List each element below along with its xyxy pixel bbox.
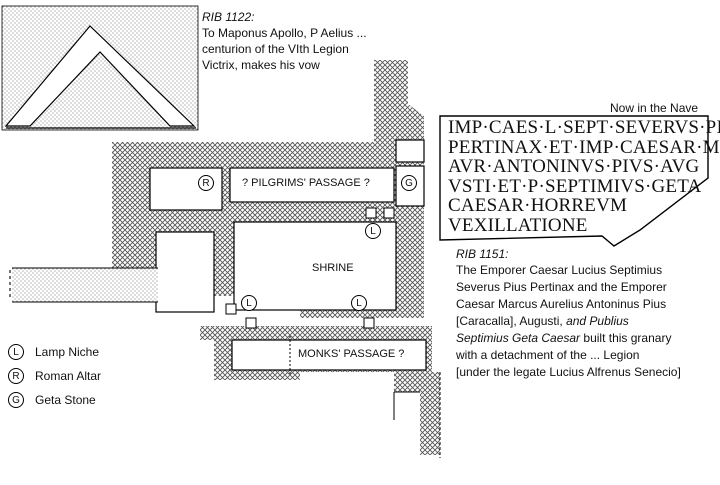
- inscription-line: PERTINAX·ET·IMP·CAESAR·M·: [448, 136, 720, 158]
- legend-label: Roman Altar: [35, 369, 102, 383]
- lamp-niche-marker-icon: L: [241, 295, 257, 311]
- rib1122-line: To Maponus Apollo, P Aelius ...: [202, 26, 367, 40]
- monks-passage: [231, 339, 427, 371]
- pilgrims-passage-label: ? PILGRIMS' PASSAGE ?: [242, 177, 370, 189]
- rib1122-title: RIB 1122:: [202, 10, 255, 24]
- rib1151-line: [Caracalla], Augusti, and Publius: [456, 313, 629, 330]
- rib1122-line: Victrix, makes his vow: [202, 58, 320, 72]
- inscription-line: AVR·ANTONINVS·PIVS·AVG: [448, 156, 700, 178]
- roman-altar-marker-icon: R: [198, 175, 214, 191]
- legend-row-altar: R Roman Altar: [8, 366, 101, 386]
- rib1151-line: [under the legate Lucius Alfrenus Seneci…: [456, 365, 681, 379]
- pilgrims-passage: [229, 167, 395, 203]
- rib1151-line5-rest: built this granary: [580, 331, 672, 345]
- tower-room: [395, 139, 425, 163]
- rib1151-line: Septimius Geta Caesar built this granary: [456, 330, 671, 347]
- legend-row-lamp: L Lamp Niche: [8, 342, 99, 362]
- rib1151-line4-start: [Caracalla], Augusti,: [456, 314, 563, 328]
- inscription-line: VSTI·ET·P·SEPTIMIVS·GETA: [448, 175, 702, 197]
- east-wall-lines: [393, 372, 441, 458]
- lamp-niche-icon: L: [8, 344, 24, 360]
- nave-label: Now in the Nave: [610, 101, 699, 115]
- inscription-line: CAESAR·HORREVM: [448, 195, 628, 217]
- west-passage: [9, 267, 158, 303]
- legend-label: Geta Stone: [35, 393, 96, 407]
- rib1151-line: Caesar Marcus Aurelius Antoninus Pius: [456, 297, 667, 311]
- rib1151-title: RIB 1151:: [456, 247, 509, 261]
- rib1151-line4-italic: and Publius: [562, 314, 629, 328]
- roman-altar-icon: R: [8, 368, 24, 384]
- inscription-text: IMP·CAES·L·SEPT·SEVERVS·PI PERTINAX·ET·I…: [448, 117, 720, 236]
- legend-label: Lamp Niche: [35, 345, 100, 359]
- small-squares: [225, 207, 395, 329]
- room-west: [155, 231, 215, 313]
- lamp-niche-marker-icon: L: [351, 295, 367, 311]
- rib1151-line5-italic: Septimius Geta Caesar: [456, 331, 581, 345]
- legend-row-geta: G Geta Stone: [8, 390, 96, 410]
- dashed-openings: [213, 168, 397, 374]
- shrine-label: SHRINE: [312, 262, 354, 274]
- rib1122-line: centurion of the VIth Legion: [202, 42, 349, 56]
- rib1151-line: The Emporer Caesar Lucius Septimius: [456, 263, 663, 277]
- geta-stone-marker-icon: G: [401, 175, 417, 191]
- geta-stone-icon: G: [8, 392, 24, 408]
- rib1151-line: Severus Pius Pertinax and the Emporer: [456, 280, 667, 294]
- rib1151-line: with a detachment of the ... Legion: [456, 348, 640, 362]
- inscription-line: IMP·CAES·L·SEPT·SEVERVS·PI: [448, 117, 720, 138]
- monks-passage-label: MONKS' PASSAGE ?: [298, 348, 405, 360]
- inscription-line: VEXILLATIONE: [448, 214, 588, 236]
- lamp-niche-marker-icon: L: [365, 223, 381, 239]
- inscription-stone: [439, 115, 709, 247]
- altar-sketch: [1, 5, 199, 131]
